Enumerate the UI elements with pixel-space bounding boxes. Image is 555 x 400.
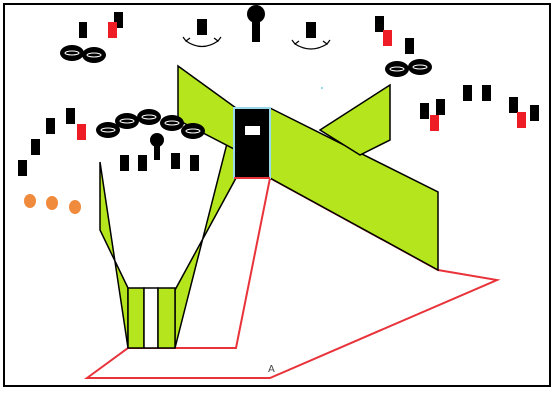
point-label-a: A bbox=[268, 364, 275, 375]
posts-layer bbox=[18, 12, 539, 176]
right-wall-short bbox=[318, 83, 391, 156]
lane-post-right bbox=[157, 287, 176, 349]
post-marker-icon bbox=[77, 124, 86, 140]
post-marker-icon bbox=[430, 115, 439, 131]
post-marker-icon bbox=[171, 153, 180, 169]
post-marker-icon bbox=[375, 16, 384, 32]
tire-stack-icon bbox=[60, 45, 106, 63]
post-marker-icon bbox=[530, 105, 539, 121]
post-marker-icon bbox=[420, 103, 429, 119]
post-marker-icon bbox=[18, 160, 27, 176]
post-marker-icon bbox=[405, 38, 414, 54]
rotate-arrow-icon bbox=[182, 19, 222, 48]
post-marker-icon bbox=[120, 155, 129, 171]
door-window bbox=[245, 126, 260, 135]
post-marker-icon bbox=[436, 99, 445, 115]
post-marker-icon bbox=[190, 155, 199, 171]
tire-stack-icon bbox=[385, 59, 432, 77]
pin-marker-icon bbox=[247, 5, 265, 42]
post-marker-icon bbox=[66, 108, 75, 124]
post-marker-icon bbox=[383, 30, 392, 46]
lane-gap bbox=[143, 287, 159, 349]
orange-cone-icon bbox=[24, 194, 81, 214]
tire-stack-icon bbox=[96, 109, 205, 139]
post-marker-icon bbox=[31, 139, 40, 155]
post-marker-icon bbox=[517, 112, 526, 128]
post-marker-icon bbox=[482, 85, 491, 101]
outer-frame bbox=[3, 3, 551, 387]
central-door bbox=[233, 107, 271, 179]
post-marker-icon bbox=[114, 12, 123, 28]
lane-post-left bbox=[127, 287, 145, 349]
pin-marker-icon bbox=[150, 133, 164, 160]
post-marker-icon bbox=[509, 97, 518, 113]
post-marker-icon bbox=[138, 155, 147, 171]
post-marker-icon bbox=[463, 85, 472, 101]
marker-dot bbox=[320, 86, 324, 90]
rotate-arrow-icon bbox=[291, 22, 331, 50]
post-marker-icon bbox=[79, 22, 87, 38]
post-marker-icon bbox=[108, 22, 117, 38]
post-marker-icon bbox=[46, 118, 55, 134]
